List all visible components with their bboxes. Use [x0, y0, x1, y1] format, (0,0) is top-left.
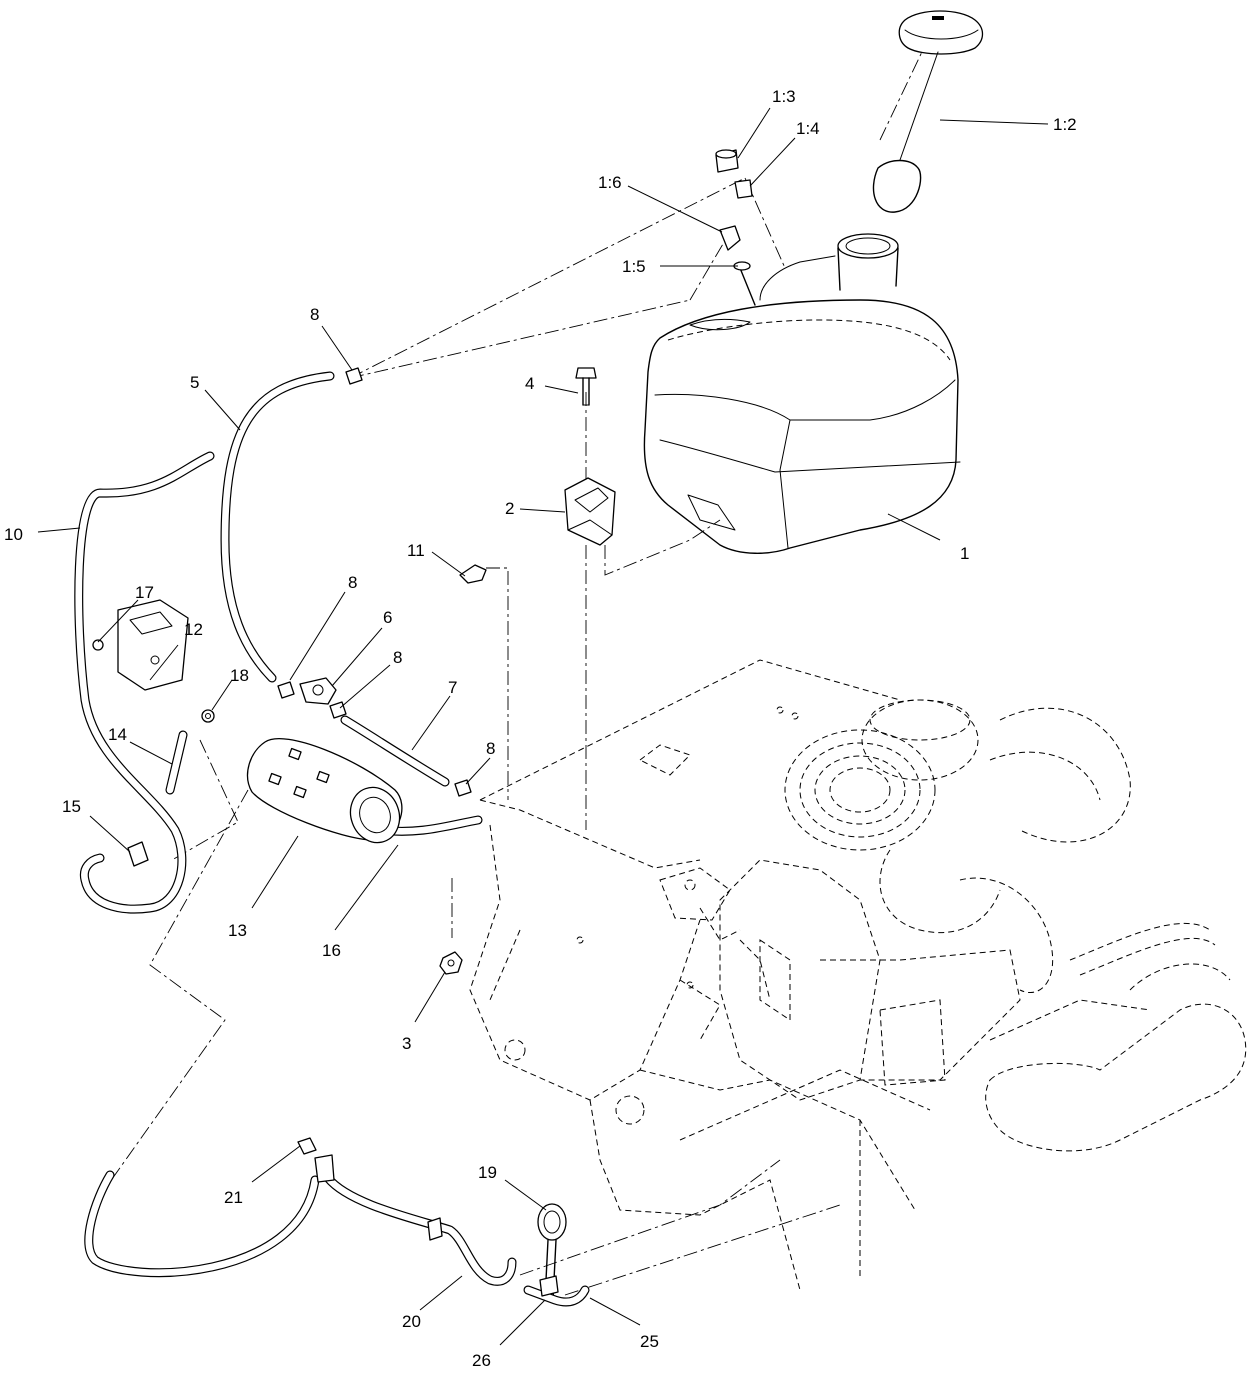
- callout-7: 7: [448, 678, 457, 697]
- tank-fittings: [715, 149, 756, 306]
- leader-lines: [37, 107, 1049, 1346]
- callout-20: 20: [402, 1312, 421, 1331]
- callout-8-right: 8: [393, 648, 402, 667]
- flange-nut: [439, 951, 463, 975]
- callout-19: 19: [478, 1163, 497, 1182]
- callout-1: 1: [960, 544, 969, 563]
- engine: [659, 699, 1247, 1152]
- callout-18: 18: [230, 666, 249, 685]
- callout-1-3: 1:3: [772, 87, 796, 106]
- vent-fittings: [297, 1137, 590, 1307]
- callout-1-6: 1:6: [598, 173, 622, 192]
- assembly-centerlines: [89, 34, 931, 1296]
- grommet-fitting: [459, 564, 487, 584]
- callout-labels: 1:2 1:3 1:4 1:6 1:5 8 5 4 10 2 1 11 17 8…: [4, 87, 1077, 1370]
- callout-8-top: 8: [310, 305, 319, 324]
- callout-6: 6: [383, 608, 392, 627]
- callout-15: 15: [62, 797, 81, 816]
- callout-13: 13: [228, 921, 247, 940]
- callout-25: 25: [640, 1332, 659, 1351]
- fuel-cap: [872, 10, 984, 213]
- callout-1-5: 1:5: [622, 257, 646, 276]
- fuel-tank: [643, 233, 961, 554]
- callout-16: 16: [322, 941, 341, 960]
- callout-8-lower: 8: [486, 739, 495, 758]
- callout-26: 26: [472, 1351, 491, 1370]
- callout-3: 3: [402, 1034, 411, 1053]
- bolt: [575, 367, 597, 406]
- tank-bracket: [564, 477, 616, 546]
- callout-1-2: 1:2: [1053, 115, 1077, 134]
- callout-5: 5: [190, 373, 199, 392]
- callout-4: 4: [525, 374, 534, 393]
- callout-21: 21: [224, 1188, 243, 1207]
- hoses: [74, 371, 517, 1286]
- callout-17: 17: [135, 583, 154, 602]
- callout-1-4: 1:4: [796, 119, 820, 138]
- callout-10: 10: [4, 525, 23, 544]
- canister-bracket: [92, 599, 215, 723]
- callout-14: 14: [108, 725, 127, 744]
- callout-8-mid: 8: [348, 573, 357, 592]
- callout-11: 11: [407, 541, 425, 560]
- hose-clamps: [277, 367, 472, 797]
- callout-12: 12: [184, 620, 203, 639]
- engine-deck-frame: [469, 659, 931, 1291]
- shutoff-valve: [299, 677, 337, 705]
- carbon-canister: [247, 737, 403, 844]
- callout-2: 2: [505, 499, 514, 518]
- tee-fitting: [127, 841, 149, 867]
